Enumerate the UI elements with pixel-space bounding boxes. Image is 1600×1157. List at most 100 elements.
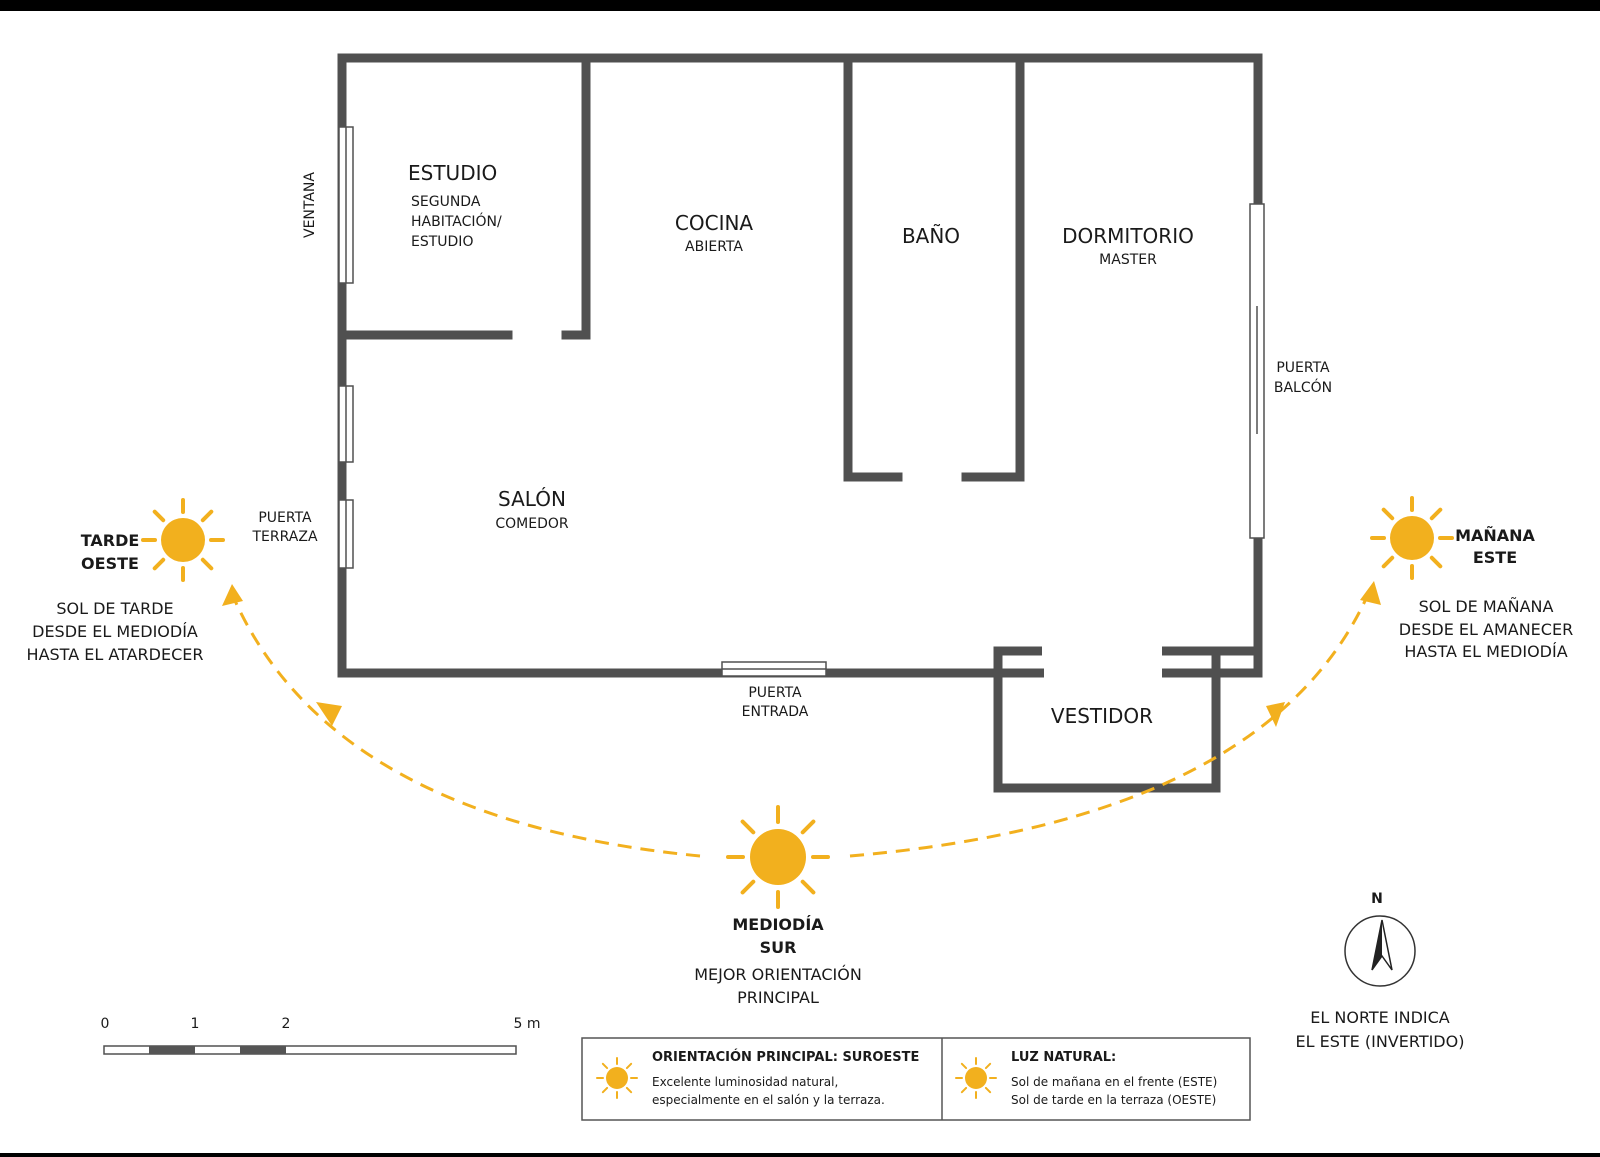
sun-ray: [200, 509, 214, 523]
openings: [338, 126, 1265, 677]
legend-orientation-title: ORIENTACIÓN PRINCIPAL: SUROESTE: [652, 1049, 919, 1065]
label-puerta-terraza-2: TERRAZA: [251, 529, 317, 545]
sun-ray: [152, 557, 166, 571]
sun-path-west: [230, 593, 701, 858]
studio-wall: [561, 58, 591, 340]
scale-label-2: 2: [282, 1016, 291, 1032]
room-cocina-sub: ABIERTA: [685, 239, 743, 255]
legend: ORIENTACIÓN PRINCIPAL: SUROESTE Excelent…: [581, 1037, 1251, 1121]
legend-orientation-line-1: Excelente luminosidad natural,: [652, 1075, 838, 1089]
sun-disc: [965, 1067, 987, 1089]
compass-note-2: EL ESTE (INVERTIDO): [1296, 1032, 1465, 1051]
sun-ray: [740, 819, 756, 835]
sun-ray: [1381, 555, 1395, 569]
bath-left-wall: [843, 58, 903, 482]
sun-ray: [984, 1062, 992, 1070]
scale-bar: 0 1 2 5 m: [101, 1016, 541, 1055]
sun-east-desc-3: HASTA EL MEDIODÍA: [1404, 642, 1567, 661]
sun-south-title-1: MEDIODÍA: [732, 915, 824, 934]
sun-disc: [161, 518, 205, 562]
scale-label-0: 0: [101, 1016, 110, 1032]
sun-ray: [984, 1086, 992, 1094]
sun-west-desc-3: HASTA EL ATARDECER: [27, 645, 204, 664]
legend-light-line-1: Sol de mañana en el frente (ESTE): [1011, 1075, 1217, 1089]
vestidor-walls: [993, 646, 1258, 793]
scale-bar-seg-1: [149, 1046, 195, 1054]
room-cocina-title: COCINA: [675, 211, 754, 235]
scale-bar-outline: [103, 1045, 517, 1055]
sun-east-title-1: MAÑANA: [1455, 526, 1535, 545]
legend-sun-light-icon: [955, 1057, 997, 1099]
sun-ray: [601, 1062, 609, 1070]
scale-label-1: 1: [191, 1016, 200, 1032]
sun-ray: [960, 1086, 968, 1094]
room-estudio-sub-3: ESTUDIO: [411, 234, 473, 250]
compass-needle-half-icon: [1372, 920, 1382, 970]
scale-label-5m: 5 m: [514, 1016, 541, 1032]
sun-path-east: [849, 589, 1372, 858]
sun-path-arrows: [222, 581, 1381, 727]
room-estudio-sub-2: HABITACIÓN/: [411, 212, 502, 230]
room-dormitorio-title: DORMITORIO: [1062, 224, 1194, 248]
sun-ray: [1381, 507, 1395, 521]
room-labels: ESTUDIO SEGUNDA HABITACIÓN/ ESTUDIO: [408, 161, 502, 250]
room-salon-title: SALÓN: [498, 487, 566, 511]
label-puerta-terraza-1: PUERTA: [258, 510, 312, 526]
arrow-west-top-icon: [222, 584, 243, 606]
sun-west-title-2: OESTE: [81, 554, 139, 573]
room-salon-sub: COMEDOR: [495, 516, 569, 532]
compass: N EL NORTE INDICA EL ESTE (INVERTIDO): [1296, 891, 1465, 1051]
legend-box: [581, 1037, 1251, 1121]
sun-east-icon: [1370, 496, 1454, 580]
compass-letter: N: [1371, 891, 1383, 907]
sun-ray: [152, 509, 166, 523]
legend-light-line-2: Sol de tarde en la terraza (OESTE): [1011, 1093, 1216, 1107]
room-bano-title: BAÑO: [902, 224, 960, 248]
label-puerta-entrada-2: ENTRADA: [742, 704, 809, 720]
room-labels-centered: COCINA ABIERTA BAÑO DORMITORIO MASTER SA…: [495, 211, 1193, 728]
room-estudio-sub-1: SEGUNDA: [411, 194, 481, 210]
bath-right-wall: [961, 58, 1025, 482]
opening-labels: PUERTA TERRAZA PUERTA BALCÓN PUERTA ENTR…: [251, 360, 1332, 720]
sun-west-desc-1: SOL DE TARDE: [56, 599, 173, 618]
sun-south-icon: [726, 805, 830, 909]
label-puerta-entrada-1: PUERTA: [748, 685, 802, 701]
label-puerta-balcon-1: PUERTA: [1276, 360, 1330, 376]
sun-south-desc-2: PRINCIPAL: [737, 988, 819, 1007]
sun-west-desc-2: DESDE EL MEDIODÍA: [32, 622, 198, 641]
sun-ray: [960, 1062, 968, 1070]
room-estudio-title: ESTUDIO: [408, 161, 497, 185]
scale-bar-seg-2: [240, 1046, 286, 1054]
vestidor-wall-gap: [1044, 664, 1162, 682]
sun-south-title-2: SUR: [760, 938, 797, 957]
legend-orientation-line-2: especialmente en el salón y la terraza.: [652, 1093, 885, 1107]
vestidor-wall: [993, 646, 1221, 793]
sun-ray: [601, 1086, 609, 1094]
sun-path: [230, 589, 1372, 858]
sun-ray: [740, 879, 756, 895]
sun-east-desc-1: SOL DE MAÑANA: [1419, 597, 1554, 616]
sun-disc: [1390, 516, 1434, 560]
sun-disc: [750, 829, 806, 885]
legend-sun-orientation-icon: [596, 1057, 638, 1099]
sun-ray: [625, 1086, 633, 1094]
sun-ray: [1429, 555, 1443, 569]
sun-ray: [800, 819, 816, 835]
label-puerta-balcon-2: BALCÓN: [1274, 378, 1332, 396]
sun-ray: [1429, 507, 1443, 521]
sun-west-title-1: TARDE: [81, 531, 140, 550]
sun-labels: TARDE OESTE SOL DE TARDE DESDE EL MEDIOD…: [27, 526, 1574, 1007]
sun-disc: [606, 1067, 628, 1089]
legend-light-title: LUZ NATURAL:: [1011, 1050, 1116, 1065]
room-dormitorio-sub: MASTER: [1099, 252, 1157, 268]
sun-ray: [800, 879, 816, 895]
sun-ray: [200, 557, 214, 571]
sun-ray: [625, 1062, 633, 1070]
sun-west-icon: [141, 498, 225, 582]
sun-east-title-2: ESTE: [1473, 548, 1517, 567]
arrow-west-mid-icon: [316, 702, 342, 726]
arrow-east-top-icon: [1360, 581, 1381, 605]
label-ventana: VENTANA: [302, 172, 318, 238]
